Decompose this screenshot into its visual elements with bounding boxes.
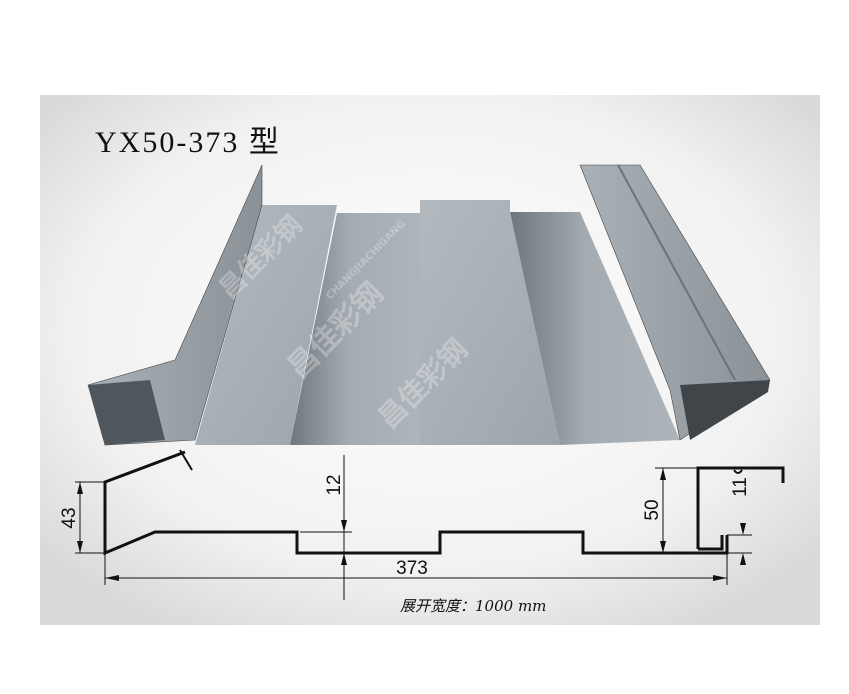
dim-lip: 11: [730, 477, 751, 497]
model-title: YX50-373 型: [95, 126, 281, 159]
profile-drawing: [75, 449, 785, 600]
right-rib-end: [680, 380, 770, 440]
right-clip: [696, 466, 785, 549]
dimension-arrows: [77, 468, 746, 581]
dim-left-height: 43: [59, 507, 80, 528]
profile-lip: [179, 449, 193, 471]
trough-panel-2: [510, 212, 680, 445]
profile-line: [103, 450, 729, 556]
flat-panel-2: [420, 200, 560, 445]
dimension-lines: [75, 455, 752, 600]
trough-panel-1: [290, 213, 420, 445]
clip-return: [698, 535, 724, 551]
right-rib-crease: [617, 164, 736, 381]
clip-bump: [733, 469, 743, 474]
flat-panel-1: [195, 205, 337, 445]
dim-rib-depth: 12: [324, 474, 345, 495]
left-rib-end: [88, 380, 165, 445]
dim-pitch: 373: [396, 558, 428, 579]
unfolded-width-caption: 展开宽度：1000 mm: [400, 597, 546, 615]
panel-3d-render: 昌佳彩钢 昌佳彩钢 昌佳彩钢 CHANGJIACHIGANG: [87, 164, 771, 446]
dim-right-height: 50: [642, 499, 663, 520]
